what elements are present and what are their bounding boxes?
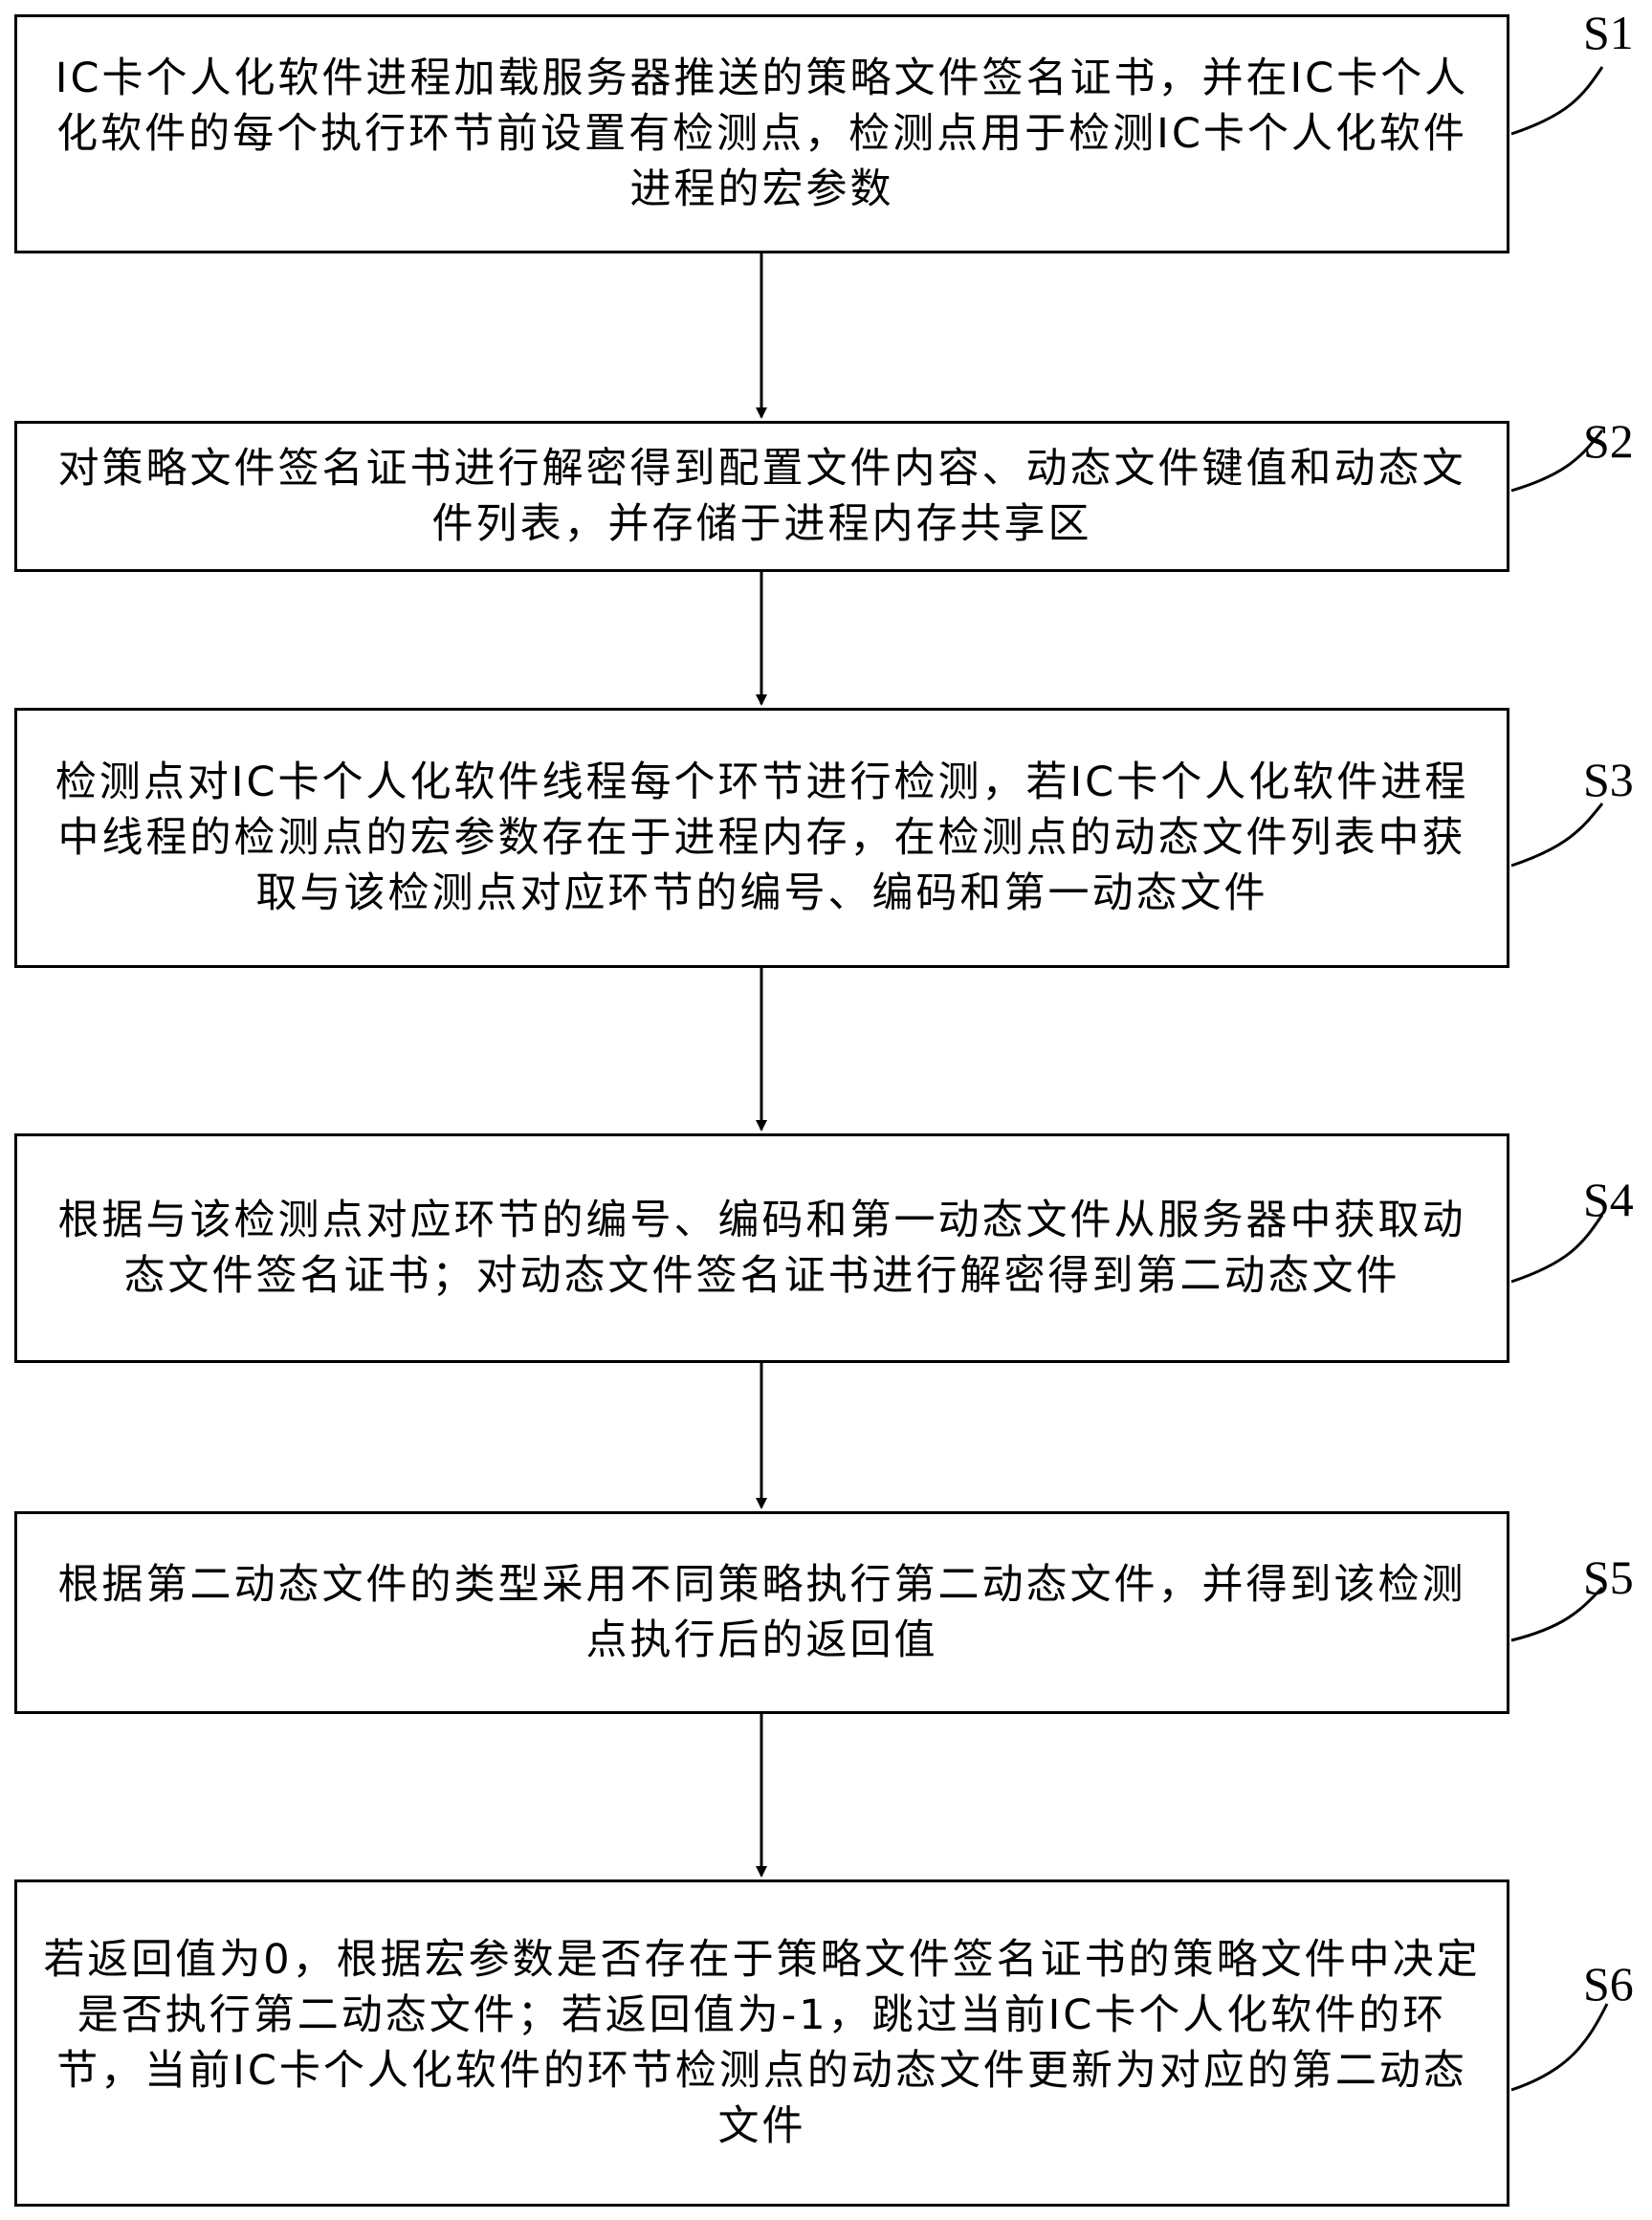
leader-s2 xyxy=(1510,429,1604,493)
step-box-s6: 若返回值为0，根据宏参数是否存在于策略文件签名证书的策略文件中决定是否执行第二动… xyxy=(14,1879,1509,2207)
step-text-s5: 根据第二动态文件的类型采用不同策略执行第二动态文件，并得到该检测点执行后的返回值 xyxy=(57,1561,1466,1664)
step-text-s2: 对策略文件签名证书进行解密得到配置文件内容、动态文件键值和动态文件列表，并存储于… xyxy=(57,445,1466,548)
leader-s6 xyxy=(1510,2003,1609,2092)
step-label-s6: S6 xyxy=(1583,1957,1634,2011)
step-label-s4: S4 xyxy=(1583,1173,1634,1226)
step-box-s1: IC卡个人化软件进程加载服务器推送的策略文件签名证书，并在IC卡个人化软件的每个… xyxy=(14,14,1509,253)
step-text-s3: 检测点对IC卡个人化软件线程每个环节进行检测，若IC卡个人化软件进程中线程的检测… xyxy=(55,758,1469,917)
step-text-s6: 若返回值为0，根据宏参数是否存在于策略文件签名证书的策略文件中决定是否执行第二动… xyxy=(43,1936,1481,2150)
step-label-s1: S1 xyxy=(1583,6,1634,59)
step-label-s2: S2 xyxy=(1583,414,1634,468)
step-box-s5: 根据第二动态文件的类型采用不同策略执行第二动态文件，并得到该检测点执行后的返回值 xyxy=(14,1511,1509,1714)
step-box-s2: 对策略文件签名证书进行解密得到配置文件内容、动态文件键值和动态文件列表，并存储于… xyxy=(14,421,1509,572)
leader-s3 xyxy=(1510,802,1604,868)
step-text-s4: 根据与该检测点对应环节的编号、编码和第一动态文件从服务器中获取动态文件签名证书；… xyxy=(57,1197,1466,1300)
step-box-s3: 检测点对IC卡个人化软件线程每个环节进行检测，若IC卡个人化软件进程中线程的检测… xyxy=(14,708,1509,968)
step-text-s1: IC卡个人化软件进程加载服务器推送的策略文件签名证书，并在IC卡个人化软件的每个… xyxy=(55,55,1469,213)
step-box-s4: 根据与该检测点对应环节的编号、编码和第一动态文件从服务器中获取动态文件签名证书；… xyxy=(14,1133,1509,1363)
leader-s5 xyxy=(1510,1586,1604,1642)
step-label-s3: S3 xyxy=(1583,753,1634,806)
leader-s1 xyxy=(1510,66,1604,136)
leader-s4 xyxy=(1510,1214,1604,1284)
step-label-s5: S5 xyxy=(1583,1550,1634,1604)
